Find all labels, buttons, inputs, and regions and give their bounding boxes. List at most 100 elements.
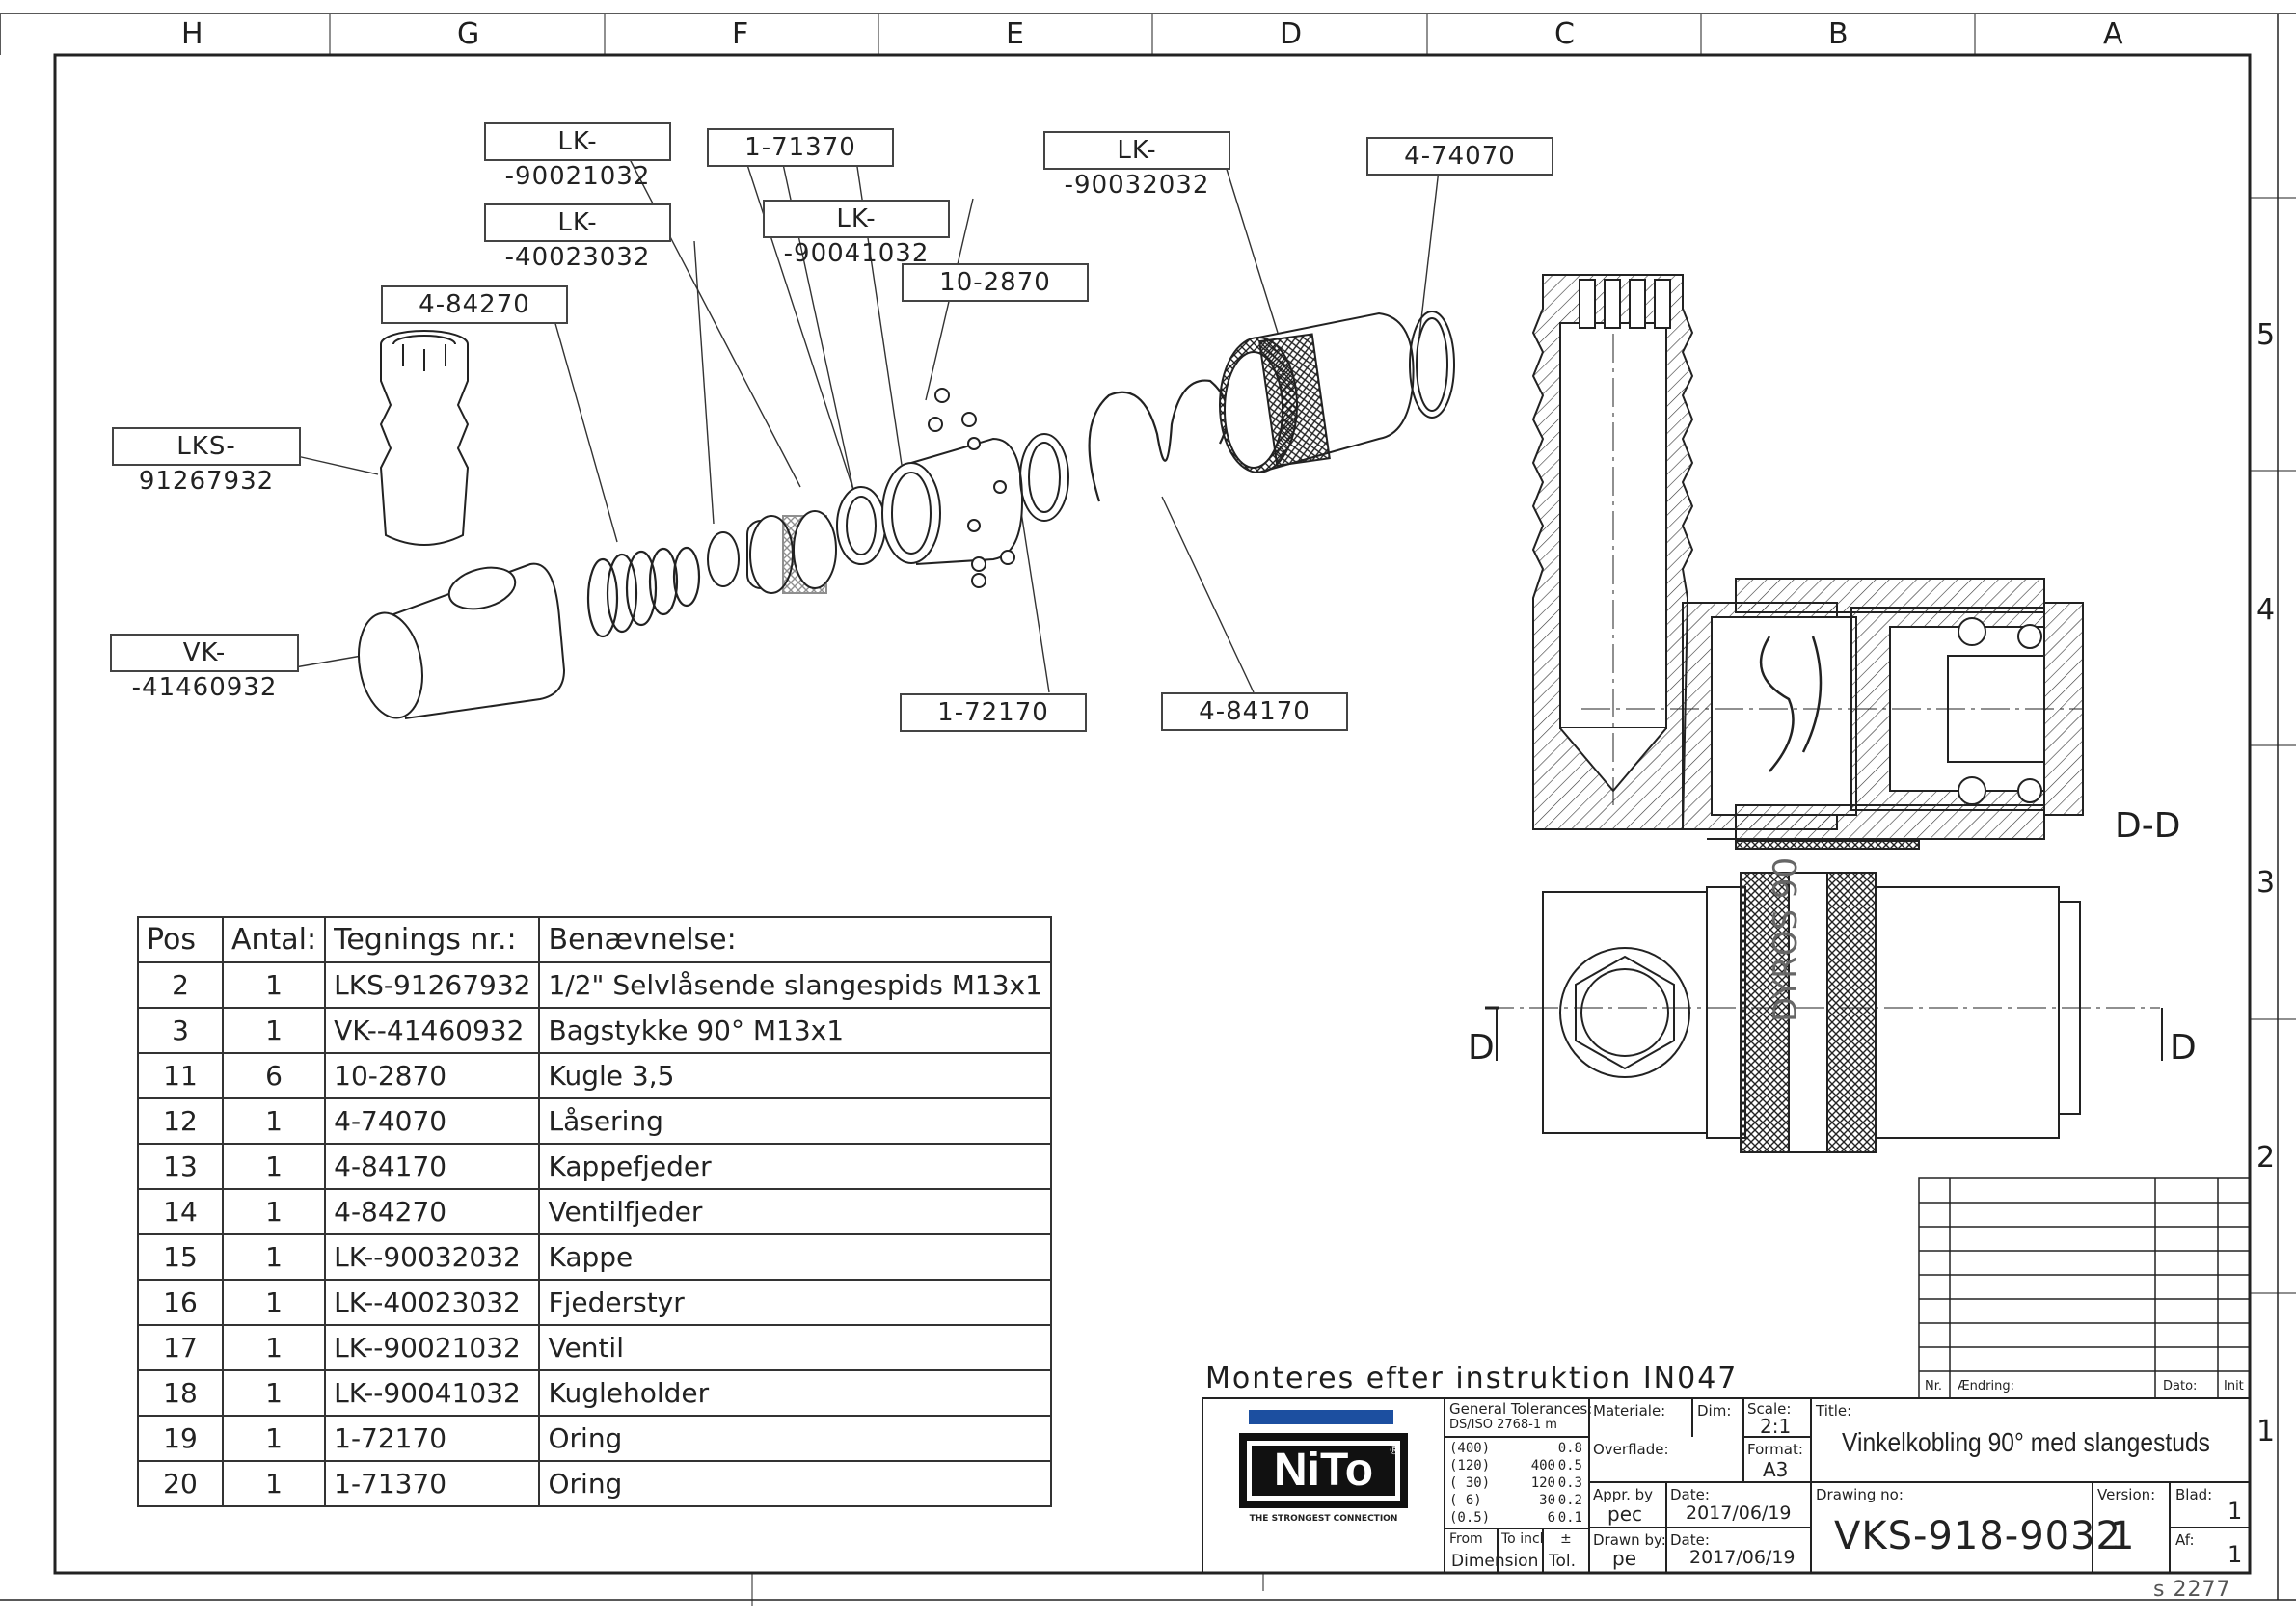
ball-holder-part [881,388,1024,588]
bom-pos: 18 [137,1369,224,1417]
sheet-label: Blad: [2175,1486,2213,1503]
approved-by-value: pec [1607,1502,1642,1526]
format-label: Format: [1747,1441,1803,1458]
callout-10-2870: 10-2870 [902,263,1089,302]
tol-value: 0.5 [1557,1458,1582,1474]
callout-4-74070: 4-74070 [1366,137,1553,176]
revision-header-init: Init [2224,1379,2244,1393]
surface-label: Overflade: [1593,1441,1669,1458]
bom-description: 1/2" Selvlåsende slangespids M13x1 [538,961,1052,1009]
drawing-number: VKS-918-9032 [1834,1514,2121,1558]
bom-drawing-no: 1-71370 [324,1460,541,1507]
bom-description: Fjederstyr [538,1279,1052,1326]
zone-number-4: 4 [2256,593,2276,627]
revision-header-change: Ændring: [1958,1379,2014,1393]
zone-letter-g: G [457,17,480,51]
valve-parts [707,486,886,594]
bom-col-drawing-no: Tegnings nr.: [324,916,541,963]
callout-4-84270: 4-84270 [381,285,568,324]
logo-text: NiTo [1273,1445,1374,1496]
drawn-date-label: Date: [1670,1531,1710,1549]
tol-from: ( 6) [1449,1493,1482,1508]
drawing-no-label: Drawing no: [1816,1486,1904,1503]
tol-from: ( 30) [1449,1475,1491,1491]
sleeve-part [1219,311,1415,473]
plus-minus-label: ± [1560,1531,1572,1547]
dim-label: Dim: [1697,1402,1732,1420]
bom-qty: 1 [221,1279,327,1326]
bom-description: Kappefjeder [538,1143,1052,1190]
bom-col-pos: Pos [137,916,224,963]
zone-letter-b: B [1828,17,1849,51]
zone-letter-e: E [1006,17,1024,51]
tol-label: Tol. [1549,1552,1577,1571]
bom-description: Bagstykke 90° M13x1 [538,1007,1052,1054]
bom-drawing-no: LKS-91267932 [324,961,541,1009]
callout-vk-41460932: VK--41460932 [110,634,299,702]
hose-nipple-part [379,330,470,546]
bom-qty: 1 [221,1233,327,1281]
bom-description: Kugleholder [538,1369,1052,1417]
bom-description: Ventil [538,1324,1052,1371]
callout-1-71370: 1-71370 [707,128,894,167]
logo [1239,1410,1408,1508]
callout-lk-40023032: LK--40023032 [484,203,671,272]
bom-pos: 15 [137,1233,224,1281]
tol-to: 6 [1547,1510,1555,1526]
zone-number-2: 2 [2256,1141,2276,1175]
section-view [1531,274,2084,850]
bom-pos: 11 [137,1052,224,1099]
approved-date-label: Date: [1670,1486,1710,1503]
drawn-date-value: 2017/06/19 [1689,1547,1796,1568]
logo-registered-mark: ® [1389,1444,1400,1457]
bom-qty: 1 [221,1324,327,1371]
assembly-note: Monteres efter instruktion IN047 [1205,1362,1739,1395]
bom-qty: 1 [221,1143,327,1190]
material-label: Materiale: [1593,1402,1666,1420]
section-marker-right: D [2170,1028,2197,1068]
bom-description: Ventilfjeder [538,1188,1052,1235]
logo-tagline: THE STRONGEST CONNECTION [1249,1514,1398,1524]
bom-drawing-no: LK--90041032 [324,1369,541,1417]
leader-lines [294,128,1440,693]
o-ring-part [1019,433,1069,522]
tol-to: 400 [1530,1458,1555,1474]
bom-qty: 1 [221,1415,327,1462]
revision-header-nr: Nr. [1925,1379,1943,1393]
tol-value: 0.1 [1557,1510,1582,1526]
zone-letter-a: A [2103,17,2123,51]
valve-spring-part [586,546,701,638]
bom-qty: 1 [221,1007,327,1054]
tol-value: 0.2 [1557,1493,1582,1508]
zone-number-1: 1 [2256,1415,2276,1448]
drawn-by-value: pe [1612,1547,1636,1570]
tol-value: 0.8 [1557,1441,1582,1456]
bom-drawing-no: 1-72170 [324,1415,541,1462]
bom-description: Låsering [538,1097,1052,1145]
revision-table [1918,1177,2251,1399]
bom-qty: 1 [221,1188,327,1235]
side-view [1485,872,2163,1153]
bom-drawing-no: 4-84270 [324,1188,541,1235]
callout-1-72170: 1-72170 [900,693,1087,732]
bom-drawing-no: LK--40023032 [324,1279,541,1326]
bom-pos: 3 [137,1007,224,1054]
callout-lk-90021032: LK--90021032 [484,122,671,191]
bom-description: Oring [538,1460,1052,1507]
approved-date-value: 2017/06/19 [1686,1502,1792,1524]
bom-drawing-no: LK--90032032 [324,1233,541,1281]
bom-qty: 1 [221,1460,327,1507]
bom-drawing-no: 10-2870 [324,1052,541,1099]
tol-from: (0.5) [1449,1510,1491,1526]
bom-description: Oring [538,1415,1052,1462]
